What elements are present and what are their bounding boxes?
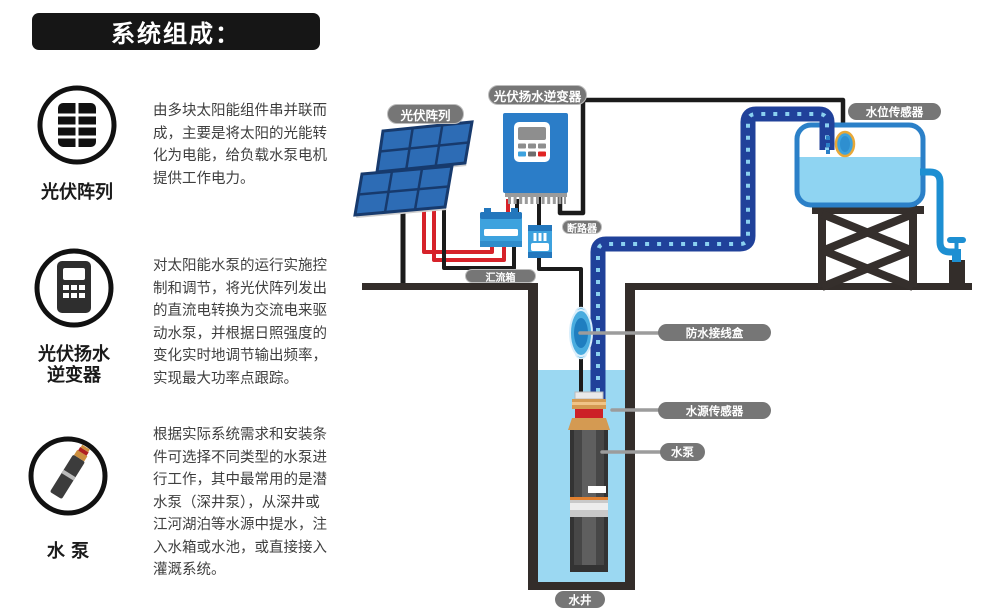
section-text-pump: 根据实际系统需求和安装条 件可选择不同类型的水泵进 行工作，其中最常用的是潜 水… <box>153 427 327 578</box>
combiner-box-device <box>480 208 522 247</box>
faucet <box>920 168 966 284</box>
inverter-device <box>503 113 568 204</box>
inverter-icon <box>34 248 114 328</box>
page-title-text: 系统组成： <box>111 20 241 48</box>
label-water-level-sensor: 水位传感器 <box>848 103 941 120</box>
section-text-inverter: 对太阳能水泵的运行实施控 制和调节，将光伏阵列发出 的直流电转换为交流电来驱 动… <box>153 258 327 387</box>
page-title: 系统组成： <box>32 13 320 50</box>
label-inverter: 光伏扬水逆变器 <box>488 85 587 105</box>
water-level-sensor-device <box>826 130 856 158</box>
section-text-pv-array: 由多块太阳能组件串并联而 成，主要是将太阳的光能转 化为电能，给负载水泵电机 提… <box>153 103 327 187</box>
water-pipe <box>590 106 835 404</box>
label-combiner: 汇流箱 <box>465 269 536 284</box>
label-breaker: 断路器 <box>562 220 602 235</box>
tank-stand <box>812 205 924 291</box>
pv-array-icon <box>37 85 117 165</box>
pump-icon <box>28 436 108 516</box>
section-label-inverter: 光伏扬水 逆变器 <box>38 344 110 386</box>
pump-device <box>568 391 610 572</box>
ground <box>362 283 972 590</box>
water-tank <box>794 122 926 208</box>
solar-panel-array <box>353 120 474 218</box>
pointer-lines <box>578 331 668 454</box>
section-label-pv-array: 光伏阵列 <box>41 182 113 203</box>
label-well: 水井 <box>555 591 605 608</box>
section-label-pump: 水 泵 <box>46 541 90 562</box>
breaker-device <box>528 225 552 258</box>
label-pump: 水泵 <box>660 443 705 461</box>
label-junction-box: 防水接线盒 <box>658 324 771 341</box>
label-pv-array: 光伏阵列 <box>387 104 464 124</box>
label-water-source-sensor: 水源传感器 <box>658 402 771 419</box>
